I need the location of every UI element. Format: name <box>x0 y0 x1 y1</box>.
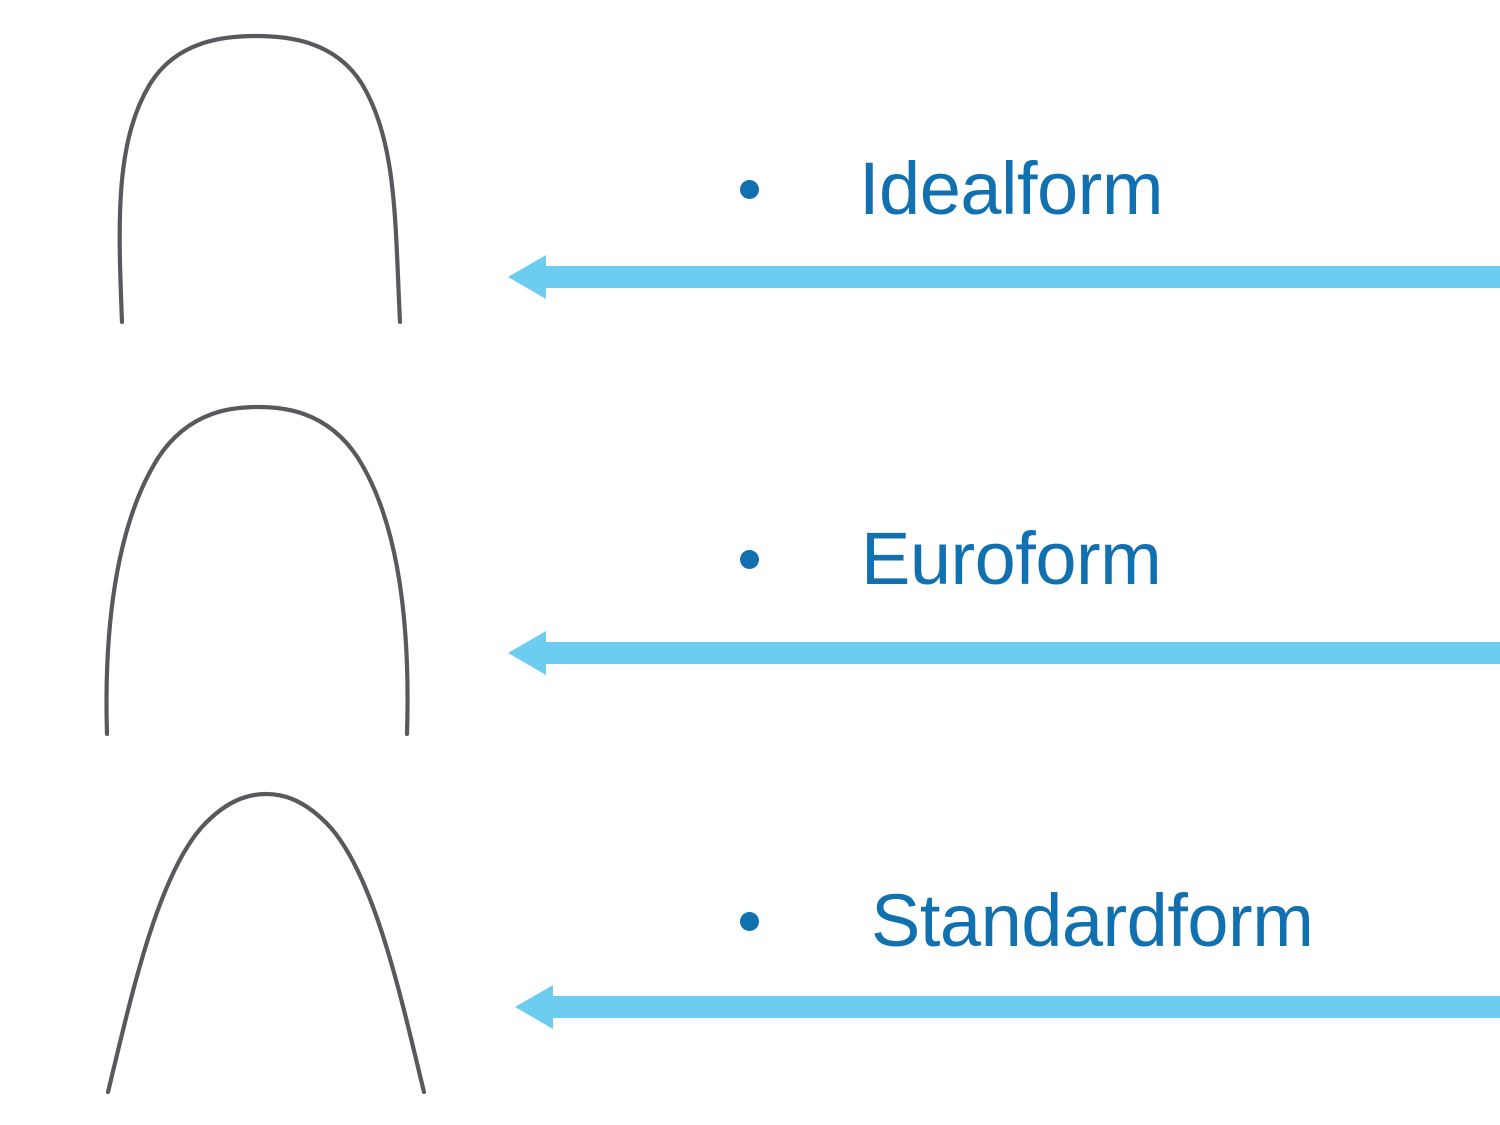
list-item-label-euroform: Euroform <box>861 517 1162 600</box>
arrow-left-idealform <box>508 252 1500 302</box>
list-item-standardform[interactable]: Standardform <box>740 879 1314 962</box>
list-item-idealform[interactable]: Idealform <box>740 152 1163 226</box>
arrow-left-standardform <box>515 982 1500 1032</box>
list-item-label-standardform: Standardform <box>871 879 1314 962</box>
archwire-idealform <box>88 22 428 337</box>
list-item-euroform[interactable]: Euroform <box>740 517 1162 600</box>
arrow-left-euroform <box>508 628 1500 678</box>
bullet-dot-icon <box>740 549 759 569</box>
archwire-euroform <box>86 396 426 744</box>
archwire-standardform <box>86 784 440 1102</box>
list-item-label-idealform: Idealform <box>859 147 1163 230</box>
bullet-dot-icon <box>740 179 759 199</box>
bullet-dot-icon <box>740 911 759 931</box>
